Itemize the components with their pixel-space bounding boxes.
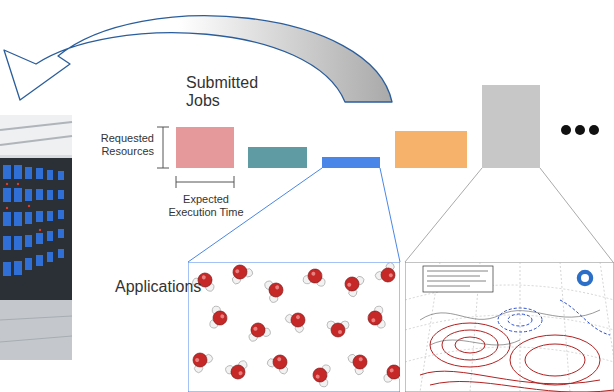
datacenter-photo <box>0 115 72 360</box>
job-block <box>395 131 467 168</box>
dimension-bracket <box>176 176 234 188</box>
dimension-label: Requested Resources <box>92 132 154 157</box>
job-block <box>248 147 307 168</box>
section-heading: Submitted Jobs <box>186 74 276 111</box>
ellipsis-dots <box>561 125 599 135</box>
job-block <box>322 157 380 168</box>
dimension-label: Expected Execution Time <box>160 193 252 218</box>
dimension-bracket <box>157 127 169 168</box>
zoom-line <box>405 168 613 262</box>
molecule-image <box>188 262 400 392</box>
job-block <box>482 85 540 168</box>
weather-map-image <box>405 262 614 392</box>
job-block <box>176 127 234 168</box>
section-heading: Applications <box>115 278 215 296</box>
